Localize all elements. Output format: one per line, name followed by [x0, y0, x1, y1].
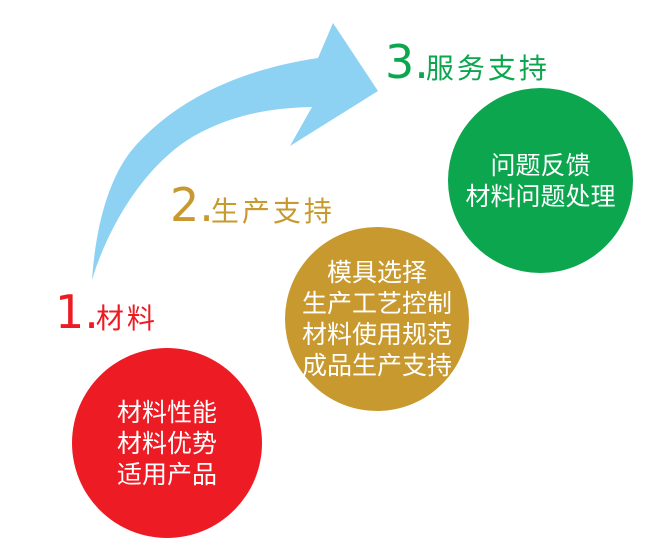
step-3-number: 3. — [385, 35, 429, 89]
step-1-number: 1. — [55, 285, 99, 339]
growth-arrow-shape — [92, 23, 378, 280]
circle-text-line: 模具选择 — [326, 258, 427, 287]
circle-text-line: 材料性能 — [116, 397, 217, 427]
step-2-label: 2.生产支持 — [170, 182, 335, 230]
step-3-circle: 问题反馈 材料问题处理 — [448, 88, 633, 273]
circle-text-line: 适用产品 — [116, 459, 217, 489]
step-1-label: 1.材料 — [55, 289, 158, 337]
circle-text-line: 材料使用规范 — [301, 320, 452, 349]
step-2-title: 生产支持 — [210, 195, 335, 228]
step-1-title: 材料 — [95, 302, 158, 335]
circle-text-line: 生产工艺控制 — [301, 289, 452, 318]
step-2-number: 2. — [170, 178, 214, 232]
step-3-title: 服务支持 — [425, 52, 550, 85]
circle-text-line: 问题反馈 — [490, 150, 591, 180]
circle-text-line: 成品生产支持 — [301, 351, 452, 380]
circle-text-line: 材料问题处理 — [465, 181, 616, 211]
step-2-circle: 模具选择 生产工艺控制 材料使用规范 成品生产支持 — [285, 227, 469, 411]
step-3-label: 3.服务支持 — [385, 39, 550, 87]
step-1-circle: 材料性能 材料优势 适用产品 — [72, 348, 262, 538]
circle-text-line: 材料优势 — [116, 428, 217, 458]
